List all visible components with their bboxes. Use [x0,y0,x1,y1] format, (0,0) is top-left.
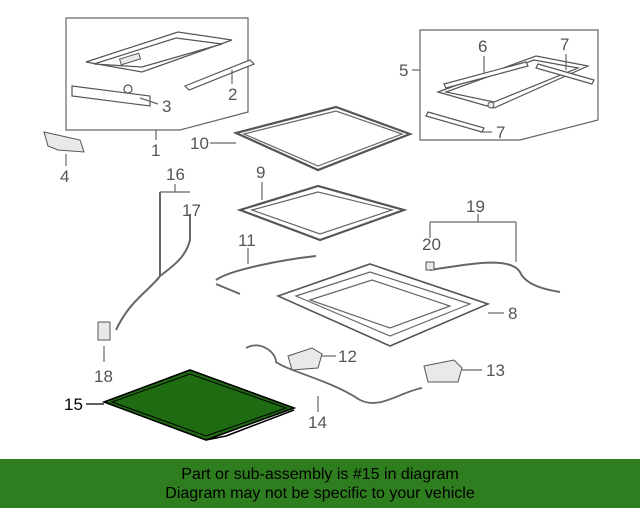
part-8-frame [275,263,504,347]
callout-2: 2 [228,85,237,104]
callout-10: 10 [190,134,209,153]
part-15-sunshade [86,369,297,441]
part-10-glass [210,105,414,172]
parts-19-20-cable [425,214,561,293]
callout-7-top: 7 [560,35,569,54]
part-4-bracket [43,131,85,166]
banner-line-1: Part or sub-assembly is #15 in diagram [181,465,459,483]
callout-5: 5 [399,61,408,80]
info-banner: Part or sub-assembly is #15 in diagram D… [0,459,640,508]
callout-1: 1 [151,141,160,160]
callout-19: 19 [466,197,485,216]
parts-16-17-18-cables [97,184,191,362]
part-11-hose [215,248,317,295]
callout-16: 16 [166,165,185,184]
callout-13: 13 [486,361,505,380]
inset-box-1 [65,17,256,140]
callout-4: 4 [60,167,69,186]
callout-11: 11 [238,231,256,250]
callout-9: 9 [256,163,265,182]
callout-6: 6 [478,37,487,56]
parts-12-13-14 [245,344,482,412]
part-9-frame [236,182,408,242]
callout-8: 8 [508,304,517,323]
callout-20: 20 [422,235,441,254]
callout-17: 17 [182,201,201,220]
callout-12: 12 [338,347,357,366]
banner-line-2: Diagram may not be specific to your vehi… [165,484,475,502]
callout-15: 15 [64,395,83,414]
sunroof-parts-diagram: 1 2 3 4 5 6 7 7 8 9 10 11 12 13 14 15 16… [43,17,599,441]
callout-3: 3 [162,97,171,116]
callout-18: 18 [94,367,113,386]
callout-14: 14 [308,413,327,432]
callout-7-bottom: 7 [496,123,505,142]
inset-box-5 [412,29,599,141]
